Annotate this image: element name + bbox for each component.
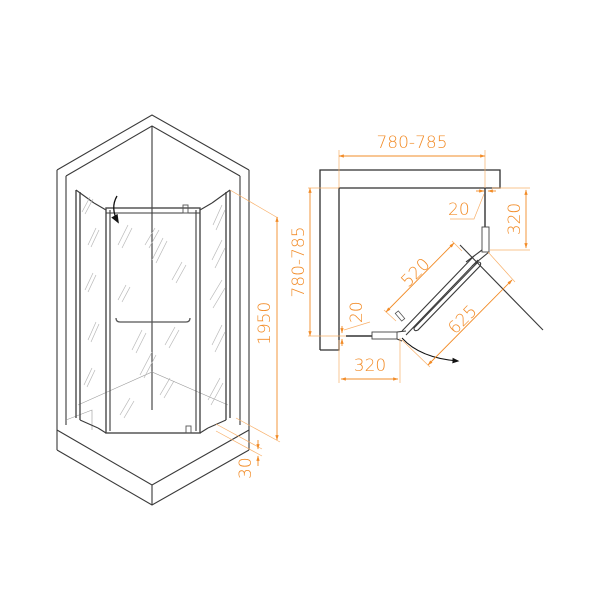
glass-reflection-hatching [81,196,226,419]
tray-height-dimension: 30 [215,423,263,479]
door-width-label: 520 [397,254,434,291]
height-label: 1950 [255,302,275,345]
door-handle [115,317,191,323]
bottom-panel-dimension: 320 [338,338,401,383]
perspective-view: 1950 30 [56,114,281,506]
shower-tray [56,371,250,506]
depth-dimension: 780-785 [289,187,346,337]
plan-door-swing-arrow-icon [401,337,460,364]
left-offset-label: 20 [347,301,367,323]
door-panel [105,207,201,434]
glass-panels [75,189,231,434]
enclosure-walls [56,114,250,430]
width-label: 780-785 [376,133,447,153]
bottom-panel-label: 320 [354,356,386,376]
tray-height-label: 30 [236,457,256,479]
door-swing-arrow-icon [111,195,119,224]
right-panel-dimension: 320 [490,187,530,251]
right-panel-label: 320 [505,203,525,235]
height-dimension: 1950 [229,189,281,443]
left-fixed-panel [346,330,407,342]
left-offset-dimension: 20 [340,301,371,346]
diagonal-width-label: 625 [444,301,481,338]
right-offset-dimension: 20 [448,189,496,220]
depth-label: 780-785 [289,226,309,297]
width-dimension: 780-785 [338,133,486,188]
plan-view: 780-785 780-785 [289,133,544,383]
door-knob [394,310,406,322]
door-bottom-stop [185,425,192,434]
door-latch [182,204,189,214]
right-offset-label: 20 [448,200,470,220]
